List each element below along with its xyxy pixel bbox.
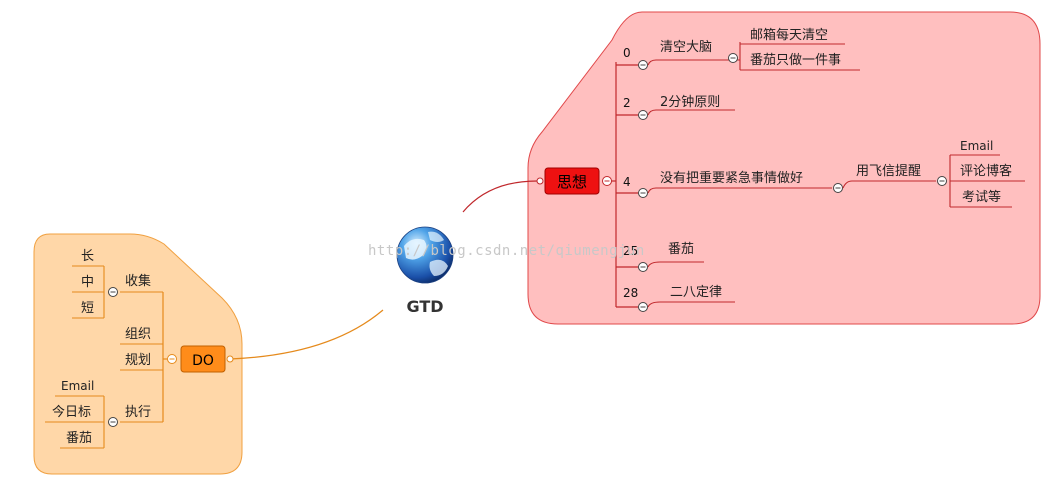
collapse-toggle-icon[interactable] xyxy=(638,60,648,70)
leaf-node-label: Email xyxy=(61,379,94,393)
collapse-toggle-icon[interactable] xyxy=(728,53,738,63)
left-main-topic[interactable]: DO xyxy=(180,345,226,373)
connector-line xyxy=(229,309,384,360)
branch-line xyxy=(842,180,853,189)
right-main-topic-label: 思想 xyxy=(557,173,587,191)
branch-node-label: 二八定律 xyxy=(670,285,722,300)
collapse-toggle-icon[interactable] xyxy=(833,183,843,193)
branch-number-label: 2 xyxy=(623,96,631,110)
leaf-node-label: Email xyxy=(960,139,993,153)
branch-node-label: 组织 xyxy=(125,327,151,342)
branch-number-label: 28 xyxy=(623,286,638,300)
globe-icon xyxy=(396,226,454,284)
collapse-toggle-icon[interactable] xyxy=(638,110,648,120)
collapse-toggle-icon[interactable] xyxy=(602,176,612,186)
branch-line xyxy=(647,59,657,66)
branch-line xyxy=(647,301,661,308)
branch-node-label: 执行 xyxy=(125,405,151,420)
connector-line xyxy=(462,180,541,213)
right-branch-boundary xyxy=(527,11,1041,325)
leaf-node-label: 邮箱每天清空 xyxy=(750,27,828,43)
branch-number-label: 4 xyxy=(623,175,631,189)
collapse-toggle-icon[interactable] xyxy=(167,354,177,364)
branch-node-label: 收集 xyxy=(125,273,151,289)
topic-anchor xyxy=(226,355,234,363)
collapse-toggle-icon[interactable] xyxy=(638,262,648,272)
collapse-toggle-icon[interactable] xyxy=(638,302,648,312)
leaf-node-label: 考试等 xyxy=(962,189,1001,205)
branch-node-label: 清空大脑 xyxy=(660,40,712,55)
left-branch-boundary xyxy=(33,233,243,475)
collapse-toggle-icon[interactable] xyxy=(937,176,947,186)
collapse-toggle-icon[interactable] xyxy=(108,287,118,297)
branch-number-label: 0 xyxy=(623,46,631,60)
left-main-topic-label: DO xyxy=(192,353,214,369)
branch-line xyxy=(647,109,657,116)
topic-anchor xyxy=(536,177,544,185)
branch-node-label: 没有把重要紧急事情做好 xyxy=(660,170,803,186)
branch-line xyxy=(647,187,657,194)
leaf-node-label: 评论博客 xyxy=(960,163,1012,179)
leaf-node-label: 短 xyxy=(81,301,94,316)
leaf-node-label: 今日标 xyxy=(52,404,91,420)
leaf-node-label: 番茄 xyxy=(66,431,92,446)
leaf-node-label: 中 xyxy=(81,275,94,290)
branch-node-label: 2分钟原则 xyxy=(660,94,720,110)
branch-line xyxy=(647,261,661,268)
right-main-topic[interactable]: 思想 xyxy=(544,167,600,195)
central-topic-label: GTD xyxy=(406,297,443,316)
leaf-node-label: 番茄只做一件事 xyxy=(750,53,841,68)
leaf-node-label: 长 xyxy=(81,249,94,264)
branch-node-label: 番茄 xyxy=(668,242,694,257)
branch-node-label: 规划 xyxy=(125,353,151,368)
collapse-toggle-icon[interactable] xyxy=(108,417,118,427)
collapse-toggle-icon[interactable] xyxy=(638,188,648,198)
sub-node-label: 用飞信提醒 xyxy=(856,163,921,179)
branch-number-label: 25 xyxy=(623,244,638,258)
